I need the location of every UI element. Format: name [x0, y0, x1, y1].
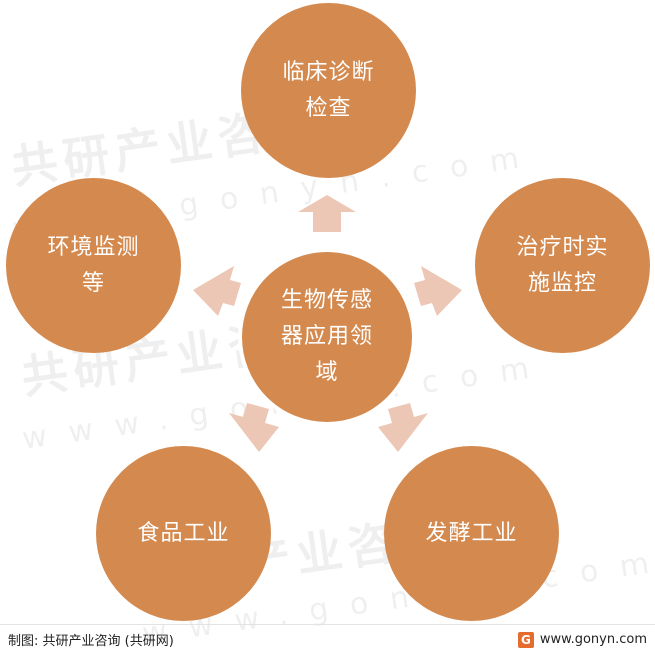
node-food-industry: 食品工业 — [96, 446, 271, 621]
footer: 制图: 共研产业咨询 (共研网) G www.gonyn.com — [0, 624, 655, 654]
arrow-up — [298, 195, 356, 232]
node-treatment-monitoring: 治疗时实 施监控 — [475, 178, 650, 353]
node-label: 发酵工业 — [425, 520, 518, 546]
website-link[interactable]: www.gonyn.com — [539, 632, 647, 647]
arrow-bottom-left — [229, 403, 279, 452]
center-node-biosensor-applications: 生物传感 器应用领 域 — [238, 248, 416, 426]
node-environmental-monitoring: 环境监测 等 — [6, 178, 181, 353]
arrow-bottom-right — [378, 403, 428, 452]
arrow-left — [193, 266, 241, 316]
footer-brand: G www.gonyn.com — [517, 631, 647, 648]
source-credit: 制图: 共研产业咨询 (共研网) — [8, 634, 174, 649]
gonyn-logo-icon: G — [517, 631, 534, 648]
node-label: 环境监测 等 — [47, 234, 140, 296]
node-label: 食品工业 — [137, 520, 230, 546]
node-fermentation-industry: 发酵工业 — [384, 446, 559, 621]
center-label: 生物传感 器应用领 域 — [280, 288, 373, 385]
node-label: 临床诊断 检查 — [282, 59, 375, 121]
node-label: 治疗时实 施监控 — [516, 234, 609, 296]
node-clinical-diagnosis: 临床诊断 检查 — [241, 3, 416, 178]
arrow-right — [414, 266, 462, 316]
